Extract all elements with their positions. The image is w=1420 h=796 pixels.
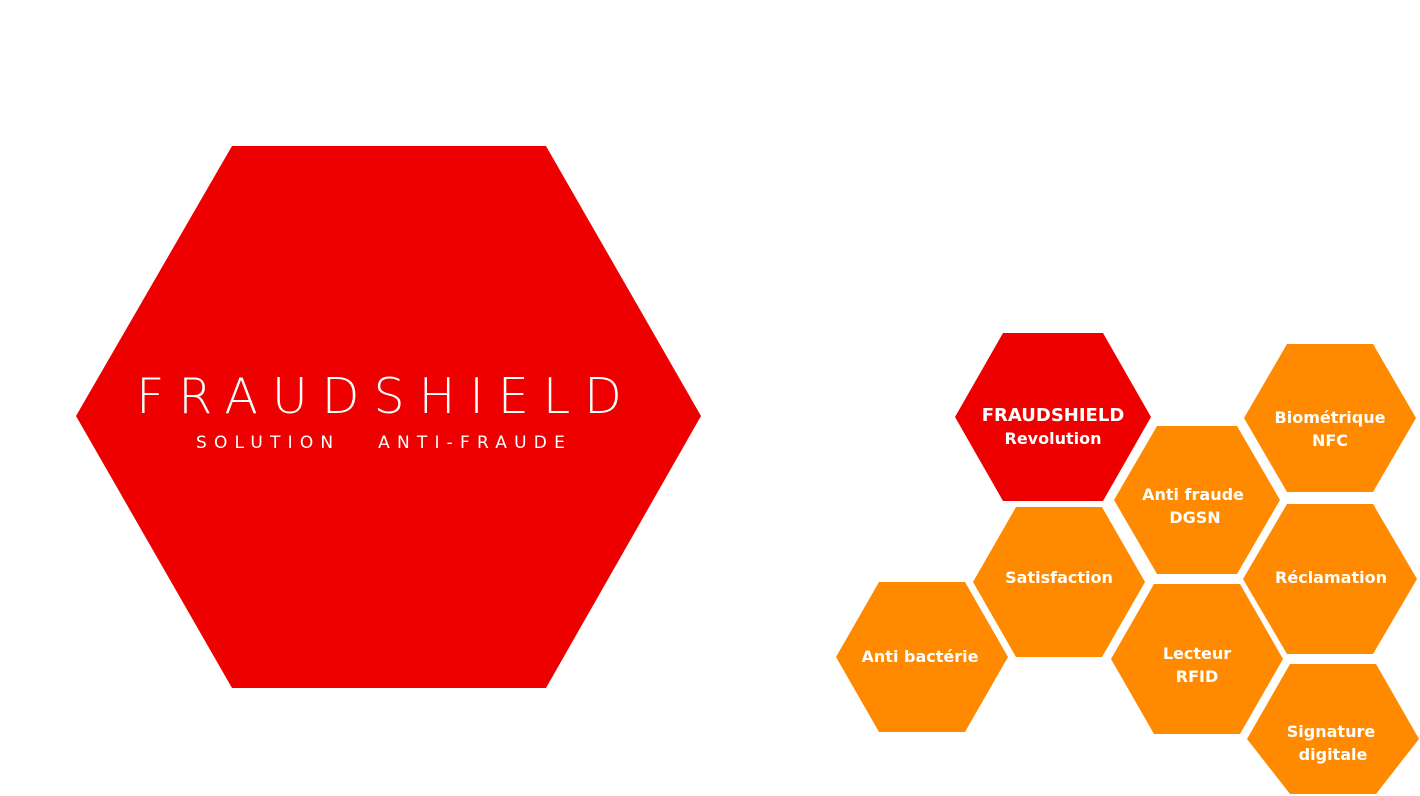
feature-label-line1: Anti fraude <box>1142 485 1244 504</box>
brand-hexagon: FRAUDSHIELD SOLUTION ANTI-FRAUDE <box>76 146 701 688</box>
feature-label-line2: NFC <box>1312 431 1348 450</box>
feature-hex-anti-bacterie: Anti bactérie <box>836 582 1008 732</box>
feature-label-line2: RFID <box>1176 667 1218 686</box>
feature-label-line1: Biométrique <box>1275 408 1386 427</box>
feature-hex-signature-digitale: Signature digitale <box>1247 664 1419 794</box>
feature-label-line1: Satisfaction <box>1005 568 1113 587</box>
feature-hex-shape <box>1243 504 1417 654</box>
feature-hex-satisfaction: Satisfaction <box>973 507 1145 657</box>
brand-hexagon-shape <box>76 146 701 688</box>
feature-label-line1: Lecteur <box>1163 644 1231 663</box>
feature-hex-reclamation: Réclamation <box>1243 504 1417 654</box>
feature-hex-biometrique-nfc: Biométrique NFC <box>1244 344 1416 492</box>
feature-hex-shape <box>836 582 1008 732</box>
feature-hex-anti-fraude-dgsn: Anti fraude DGSN <box>1114 426 1280 574</box>
feature-label-line2: digitale <box>1299 745 1368 764</box>
feature-hex-shape <box>1114 426 1280 574</box>
feature-label-line1: Signature <box>1287 722 1376 741</box>
logo-title: FRAUDSHIELD <box>136 368 636 425</box>
feature-cluster: FRAUDSHIELD Revolution Biométrique NFC A… <box>836 333 1419 794</box>
feature-label-line1: Réclamation <box>1275 568 1387 587</box>
feature-hex-shape <box>973 507 1145 657</box>
feature-label-line2: Revolution <box>1005 429 1102 448</box>
feature-hex-lecteur-rfid: Lecteur RFID <box>1111 584 1283 734</box>
feature-hex-shape <box>1247 664 1419 794</box>
feature-hex-shape <box>1111 584 1283 734</box>
feature-label-line1: Anti bactérie <box>862 647 979 666</box>
logo-subtitle: SOLUTION ANTI-FRAUDE <box>196 433 572 453</box>
feature-hex-shape <box>1244 344 1416 492</box>
feature-label-line1: FRAUDSHIELD <box>982 405 1125 426</box>
feature-hex-shape <box>955 333 1151 501</box>
feature-hex-fraudshield-revolution: FRAUDSHIELD Revolution <box>955 333 1151 501</box>
feature-label-line2: DGSN <box>1169 508 1220 527</box>
